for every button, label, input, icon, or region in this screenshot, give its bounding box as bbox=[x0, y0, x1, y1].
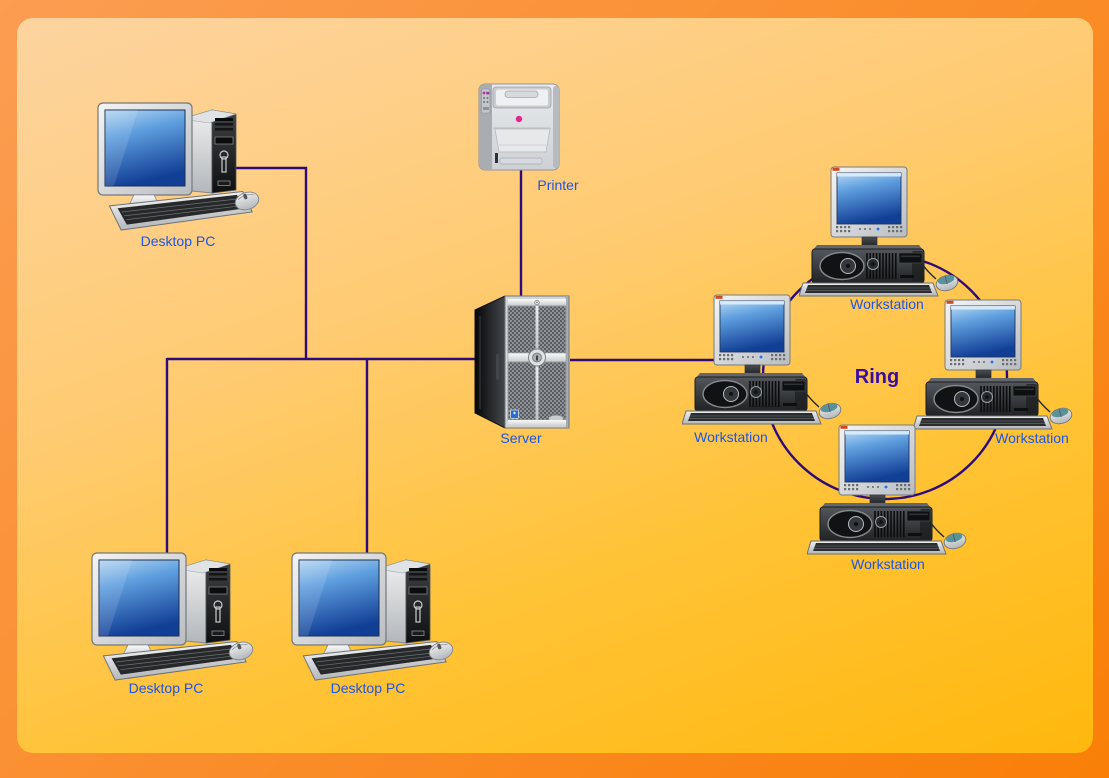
workstation-icon-bottom[interactable] bbox=[807, 424, 968, 555]
ring-label: Ring bbox=[854, 366, 900, 388]
workstation-icon-right[interactable] bbox=[913, 299, 1074, 430]
printer-icon[interactable] bbox=[478, 83, 560, 171]
server-icon[interactable] bbox=[474, 295, 570, 429]
workstation-label: Workstation bbox=[694, 429, 768, 445]
desktop-pc-label: Desktop PC bbox=[330, 680, 406, 696]
workstation-icon-top[interactable] bbox=[799, 166, 960, 297]
printer-label: Printer bbox=[537, 177, 579, 193]
desktop-pc-label: Desktop PC bbox=[128, 680, 204, 696]
workstation-label: Workstation bbox=[851, 556, 925, 572]
workstation-label: Workstation bbox=[995, 430, 1069, 446]
link-desktop1-trunk bbox=[232, 166, 308, 360]
desktop-pc-label: Desktop PC bbox=[140, 233, 216, 249]
workstation-label: Workstation bbox=[850, 296, 924, 312]
desktop-pc-icon[interactable] bbox=[91, 552, 256, 682]
desktop-pc-icon[interactable] bbox=[291, 552, 456, 682]
server-label: Server bbox=[500, 430, 542, 446]
